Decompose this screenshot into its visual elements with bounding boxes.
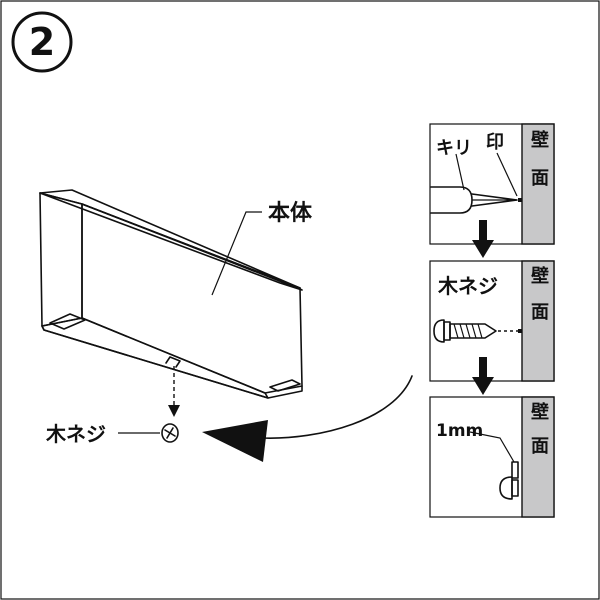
wall-surface-2 <box>521 260 555 382</box>
panel2-screw-label: 木ネジ <box>437 274 498 298</box>
wall-char-1a: 壁 <box>531 129 549 151</box>
wall-char-2b: 面 <box>531 302 549 323</box>
down-arrow-2 <box>472 357 494 395</box>
main-screw-label: 木ネジ <box>45 422 106 446</box>
curved-arrow <box>202 375 413 462</box>
wall-surface-3 <box>521 396 555 518</box>
screw-drop-arrow <box>168 366 180 417</box>
main-unit-body <box>39 189 303 399</box>
gap-label: 1mm <box>436 421 483 441</box>
body-label: 本体 <box>268 201 313 226</box>
panel-drill <box>429 123 555 245</box>
wall-surface-1 <box>521 123 555 245</box>
wall-char-2a: 壁 <box>531 265 549 287</box>
body-leader-line <box>211 211 262 296</box>
wall-char-3a: 壁 <box>531 401 549 423</box>
down-arrow-1 <box>472 220 494 258</box>
panel-gap <box>429 396 555 518</box>
wall-char-3b: 面 <box>531 436 549 457</box>
step-badge: 2 <box>11 11 73 73</box>
panel-screw <box>429 260 555 382</box>
drill-label: キリ <box>436 138 472 159</box>
mark-label: 印 <box>486 132 504 153</box>
wall-char-1b: 面 <box>531 168 549 189</box>
step-number: 2 <box>29 20 55 64</box>
main-screw-icon <box>161 423 179 443</box>
